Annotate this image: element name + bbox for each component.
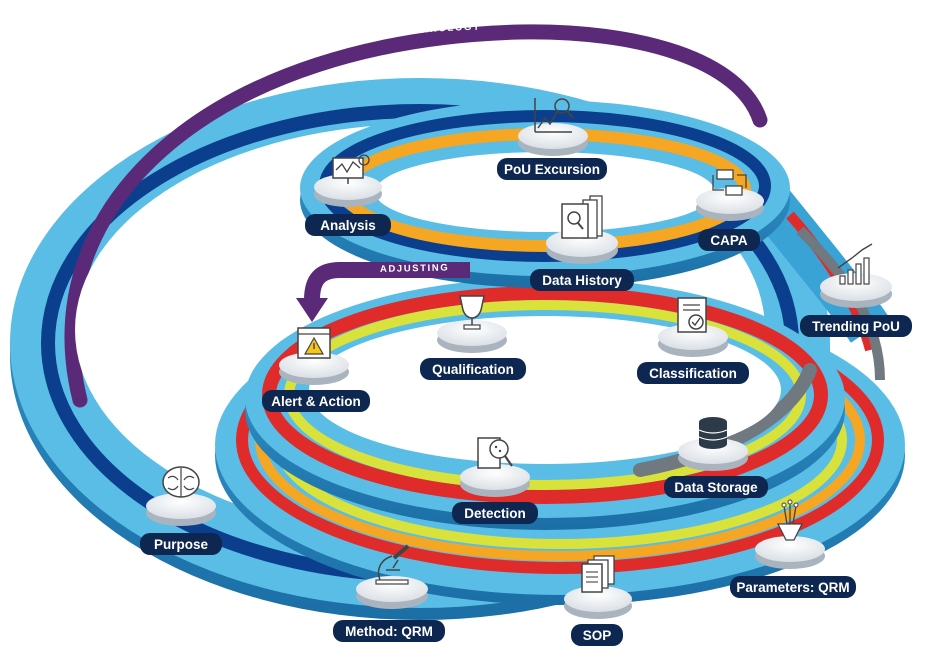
puck-top — [314, 174, 382, 200]
puck-top — [755, 536, 825, 562]
label-pill — [497, 158, 607, 180]
label-pill — [637, 362, 749, 384]
inner-ring — [300, 100, 890, 381]
pou-excursion-label: PoU Excursion — [504, 162, 600, 177]
method-qrm-label: Method: QRM — [345, 624, 433, 639]
adjusting-arrow-head — [296, 298, 328, 322]
puck-top — [279, 352, 349, 378]
label-pill — [305, 214, 391, 236]
puck-top — [564, 586, 632, 612]
database-icon — [698, 417, 728, 449]
puck-top — [658, 324, 728, 350]
monitor-analysis-icon — [332, 154, 370, 184]
trending-bars-icon — [837, 243, 873, 285]
documents-stack-icon — [581, 555, 615, 593]
label-pill — [140, 533, 222, 555]
brain-icon — [162, 466, 200, 498]
label-pill — [262, 390, 370, 412]
label-pill — [664, 476, 768, 498]
middle-ring-gray-band — [633, 363, 817, 477]
puck-top — [518, 123, 588, 149]
label-pill — [698, 229, 760, 251]
warning-window-icon — [297, 327, 331, 359]
adjusting-label: ADJUSTING — [380, 262, 450, 275]
purpose-label: Purpose — [154, 537, 209, 552]
flow-process-icon — [712, 169, 747, 196]
detection-search-icon — [477, 437, 513, 469]
microscope-icon — [375, 544, 410, 585]
puck-top — [146, 493, 216, 519]
classification-label: Classification — [649, 366, 737, 381]
node-classification: Classification — [637, 297, 749, 384]
analysis-label: Analysis — [320, 218, 376, 233]
label-pill — [571, 624, 623, 646]
chart-search-icon — [534, 98, 574, 133]
data-storage-label: Data Storage — [674, 480, 758, 495]
detection-label: Detection — [464, 506, 526, 521]
label-pill — [730, 576, 856, 598]
inner-ring-hole — [375, 152, 715, 232]
capa-label: CAPA — [710, 233, 748, 248]
puck-top — [678, 438, 748, 464]
node-detection: Detection — [452, 437, 538, 524]
puck-top — [460, 464, 530, 490]
puck-top — [356, 576, 428, 602]
label-pill — [333, 620, 445, 642]
puck-top — [437, 320, 507, 346]
node-analysis: Analysis — [305, 154, 391, 236]
node-trending-pou: Trending PoU — [800, 243, 912, 337]
puck-top — [820, 273, 892, 301]
sop-label: SOP — [583, 628, 612, 643]
middle-ring-hole — [309, 316, 781, 464]
node-alert-action: Alert & Action — [262, 327, 370, 412]
changing-technology-band — [64, 24, 768, 408]
node-qualification: Qualification — [420, 295, 526, 380]
node-data-storage: Data Storage — [664, 417, 768, 498]
qualification-label: Qualification — [432, 362, 514, 377]
node-capa: CAPA — [696, 169, 764, 251]
parameters-qrm-label: Parameters: QRM — [736, 580, 849, 595]
trophy-icon — [459, 295, 485, 330]
node-parameters-qrm: Parameters: QRM — [730, 499, 856, 598]
label-pill — [420, 358, 526, 380]
node-method-qrm: Method: QRM — [333, 544, 445, 642]
adjusting-arrow-body — [304, 262, 470, 301]
label-pill — [452, 502, 538, 524]
document-check-icon — [677, 297, 707, 333]
trending-pou-label: Trending PoU — [812, 319, 900, 334]
data-history-label: Data History — [542, 273, 622, 288]
node-purpose: Purpose — [140, 466, 222, 555]
label-pill — [800, 315, 912, 337]
alert-action-label: Alert & Action — [271, 394, 361, 409]
label-pill — [530, 269, 634, 291]
funnel-parameters-icon — [776, 499, 804, 541]
adjusting-arrow — [296, 262, 470, 322]
node-data-history: Data History — [530, 195, 634, 291]
node-pou-excursion: PoU Excursion — [497, 98, 607, 180]
document-search-icon — [561, 195, 603, 239]
node-sop: SOP — [564, 555, 632, 646]
puck-top — [696, 188, 764, 214]
